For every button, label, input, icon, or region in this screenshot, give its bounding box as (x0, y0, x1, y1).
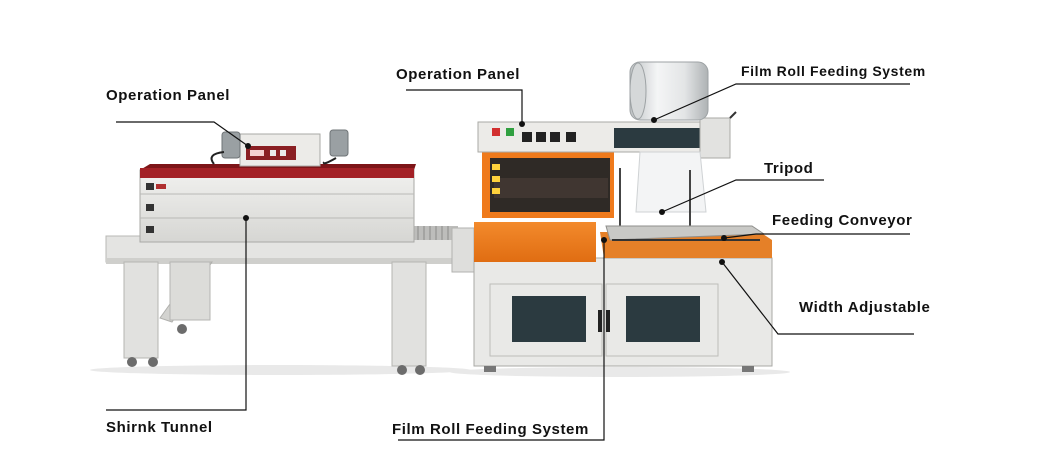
leader-tripod (661, 179, 824, 213)
leader-feeding-conveyor (723, 233, 910, 239)
leader-film-roll-top (653, 83, 910, 121)
leader-width-adjustable (721, 261, 914, 335)
label-film-roll-feeding-bottom: Film Roll Feeding System (392, 421, 589, 438)
shrink-tunnel-machine (90, 129, 470, 375)
leader-dot-film-roll-top (651, 117, 657, 123)
leader-dot-feeding-conveyor (721, 235, 727, 241)
label-feeding-conveyor: Feeding Conveyor (772, 212, 913, 229)
leader-dot-operation-panel-right (519, 121, 525, 127)
leader-dot-tripod (659, 209, 665, 215)
label-operation-panel-right: Operation Panel (396, 66, 521, 83)
l-sealer-machine (450, 61, 790, 377)
leader-dot-width-adjustable (719, 259, 725, 265)
leader-shrink-tunnel (106, 218, 247, 411)
leader-dot-shrink-tunnel (243, 215, 249, 221)
leader-film-roll-bottom (398, 240, 605, 441)
leader-dot-operation-panel-left (245, 143, 251, 149)
label-operation-panel-left: Operation Panel (106, 87, 231, 104)
label-film-roll-feeding-top: Film Roll Feeding System (741, 63, 926, 79)
leader-operation-panel-right (406, 89, 523, 124)
label-tripod: Tripod (764, 160, 814, 177)
leader-dot-film-roll-bottom (601, 237, 607, 243)
leader-operation-panel-left (116, 121, 249, 147)
label-width-adjustable: Width Adjustable (799, 299, 931, 316)
leader-lines (106, 83, 914, 441)
label-shrink-tunnel: Shirnk Tunnel (106, 419, 213, 436)
